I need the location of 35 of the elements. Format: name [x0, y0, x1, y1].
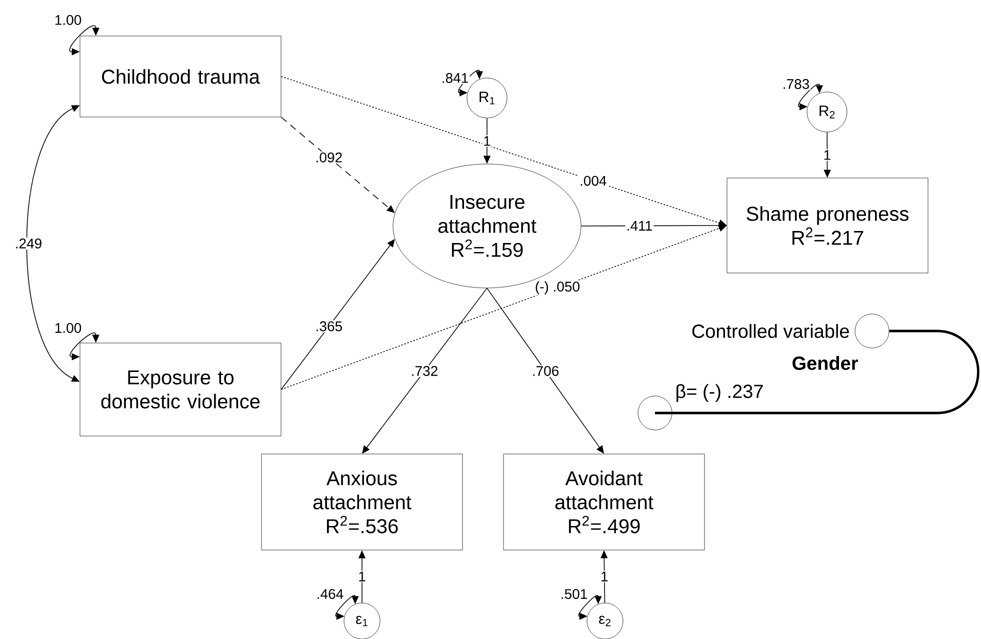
variable-box: Anxious attachment R$^{2}$=.536: [261, 454, 463, 550]
variable-label: β= (-) .237: [676, 384, 763, 402]
edge-label: .783: [781, 78, 811, 90]
edge-label: .706: [530, 365, 560, 377]
bracket-line: [655, 330, 980, 414]
variance-arrow: [335, 595, 359, 620]
edge-label: .411: [625, 220, 654, 232]
error-circle: [854, 314, 890, 348]
error-circle: [638, 396, 672, 430]
edge-label: 1: [482, 135, 492, 147]
edge-label: (-) .050: [534, 280, 582, 296]
edge-label: 1.00: [53, 14, 83, 26]
edge-label: .501: [559, 588, 589, 600]
edge-label: 1: [357, 570, 367, 582]
variance-arrow: [578, 595, 602, 620]
variable-box: Shame proneness R$^{2}$=.217: [726, 178, 928, 274]
edge-label: .841: [440, 72, 470, 84]
variable-label: Controlled variable: [692, 324, 849, 338]
variance-arrow: [798, 84, 824, 110]
group-label: Gender: [792, 356, 858, 370]
edge-label: 1: [600, 570, 610, 582]
variable-box: Avoidant attachment R$^{2}$=.499: [503, 454, 705, 550]
edge-label: .092: [314, 152, 344, 164]
edge-label: .004: [578, 174, 608, 187]
edge-label: .732: [410, 365, 440, 377]
edge-label: .365: [314, 320, 344, 332]
variance-arrow: [70, 332, 100, 360]
variable-box: Childhood trauma: [80, 36, 282, 118]
variance-arrow: [69, 25, 100, 56]
edge-label: .249: [14, 238, 44, 250]
variable-box: Exposure to domestic violence: [80, 342, 282, 436]
variance-arrow: [458, 70, 484, 96]
edge-label: 1: [822, 149, 832, 161]
edge-label: .464: [315, 588, 345, 600]
edge-label: 1.00: [53, 322, 83, 334]
